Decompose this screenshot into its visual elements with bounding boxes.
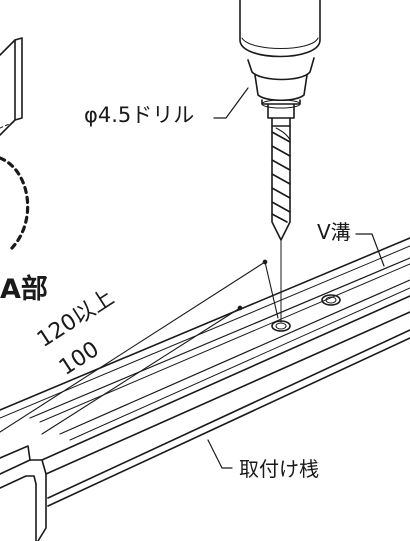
- mounting-rail: [0, 237, 410, 541]
- drill: [239, 0, 321, 241]
- drill-leader: [213, 87, 249, 119]
- panel-corner: [0, 37, 23, 136]
- rail-leader: [207, 439, 233, 469]
- drill-label: φ4.5ドリル: [84, 103, 195, 127]
- v-groove-leader: [355, 233, 385, 267]
- detail-part-label: A部: [0, 274, 48, 305]
- v-groove-label: V溝: [317, 220, 351, 244]
- mounting-rail-label: 取付け桟: [239, 457, 319, 481]
- leader-lines: [207, 87, 385, 469]
- detail-circle: [0, 156, 30, 250]
